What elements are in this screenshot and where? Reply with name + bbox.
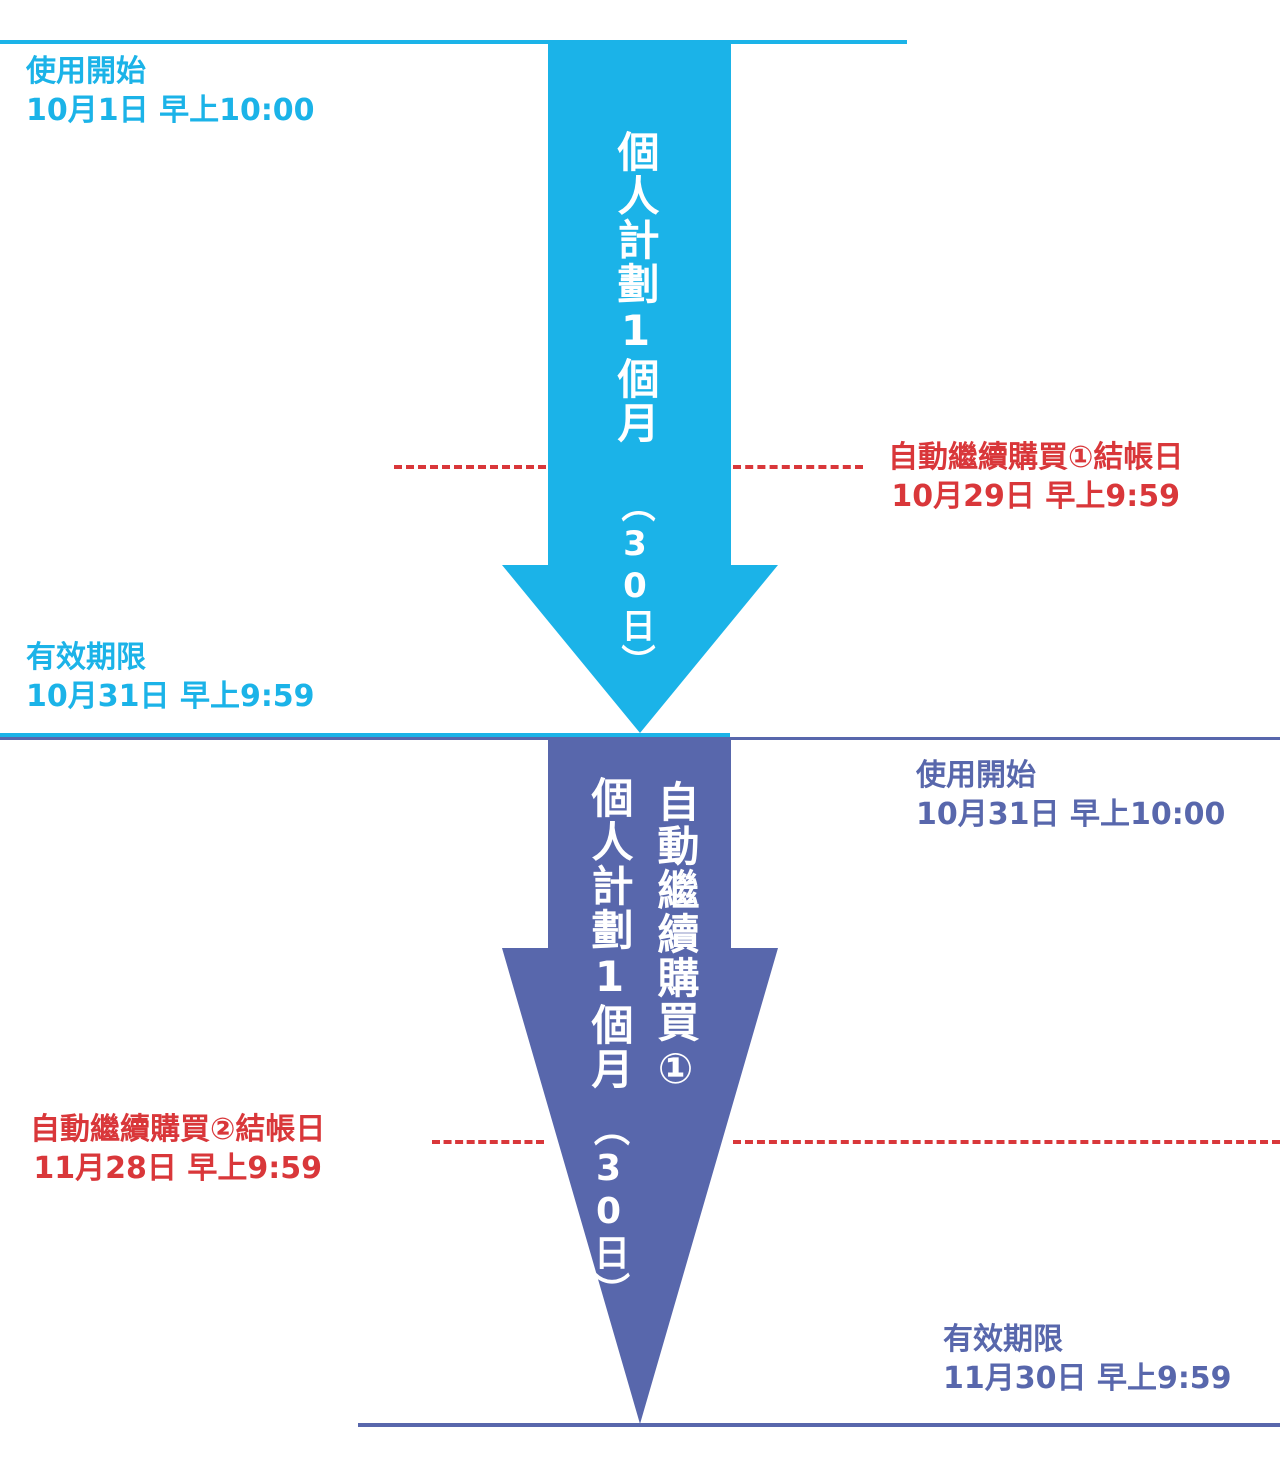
period1-start-datetime: 10月1日 早上10:00 xyxy=(26,93,315,128)
period2-duration-text: （30日） xyxy=(588,1110,629,1310)
period2-renewal-dash-left xyxy=(432,1140,544,1144)
period1-expiry-datetime: 10月31日 早上9:59 xyxy=(26,679,315,714)
period2-renewal-label: 自動繼續購買②結帳日 11月28日 早上9:59 xyxy=(30,1110,325,1188)
period1-renewal-label: 自動繼續購買①結帳日 10月29日 早上9:59 xyxy=(888,438,1183,516)
period1-start-line xyxy=(0,40,907,44)
period2-expiry-line xyxy=(358,1423,1280,1427)
period1-start-title: 使用開始 xyxy=(26,54,146,89)
period2-arrow xyxy=(502,740,778,1424)
period2-renewal-dash-right xyxy=(733,1140,1280,1144)
period2-start-datetime: 10月31日 早上10:00 xyxy=(916,797,1226,832)
period1-arrow xyxy=(502,44,778,733)
period2-renewal-datetime: 11月28日 早上9:59 xyxy=(33,1151,322,1186)
period2-expiry-title: 有效期限 xyxy=(943,1322,1063,1357)
period2-arrow-duration: （30日） xyxy=(588,1110,629,1310)
period1-expiry-label: 有效期限 10月31日 早上9:59 xyxy=(26,638,315,716)
period1-expiry-title: 有效期限 xyxy=(26,640,146,675)
period1-renewal-dash-right xyxy=(733,465,863,469)
period1-start-label: 使用開始 10月1日 早上10:00 xyxy=(26,52,315,130)
period1-renewal-datetime: 10月29日 早上9:59 xyxy=(891,479,1180,514)
period1-plan-text: 個人計劃1個月 xyxy=(611,130,660,445)
period1-duration-text: （30日） xyxy=(615,488,655,680)
period2-plan-text: 個人計劃1個月 xyxy=(585,776,634,1091)
period2-expiry-label: 有效期限 11月30日 早上9:59 xyxy=(943,1320,1232,1398)
period2-start-title: 使用開始 xyxy=(916,758,1036,793)
period2-start-label: 使用開始 10月31日 早上10:00 xyxy=(916,756,1225,834)
period2-start-line xyxy=(0,737,1280,740)
period1-renewal-dash-left xyxy=(394,465,546,469)
period1-renewal-title: 自動繼續購買①結帳日 xyxy=(888,440,1184,475)
period1-expiry-line xyxy=(0,733,730,737)
period2-renewal-title: 自動繼續購買②結帳日 xyxy=(30,1112,326,1147)
period2-arrow-sublabel: 自動繼續購買① xyxy=(651,780,700,1095)
period2-expiry-datetime: 11月30日 早上9:59 xyxy=(943,1361,1232,1396)
period1-arrow-label: 個人計劃1個月 xyxy=(611,130,660,445)
period2-renewal-text: 自動繼續購買① xyxy=(651,780,700,1095)
period2-arrow-label: 個人計劃1個月 xyxy=(585,776,634,1091)
period1-arrow-duration: （30日） xyxy=(615,488,655,680)
